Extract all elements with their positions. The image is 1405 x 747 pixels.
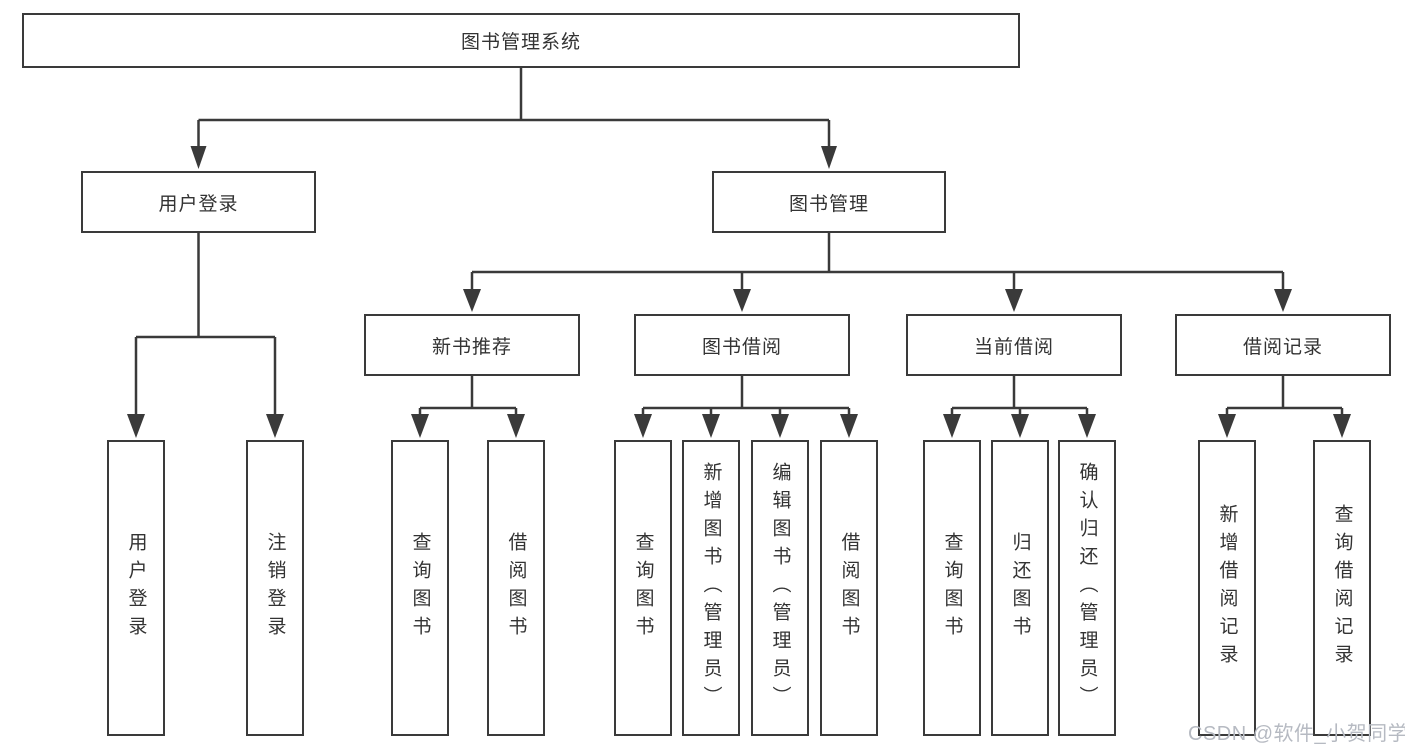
leaf-label: 查询借阅记录 — [1331, 504, 1353, 672]
leaf-return-book: 归还图书 — [991, 440, 1049, 736]
leaf-confirm-return-admin: 确认归还（管理员） — [1058, 440, 1116, 736]
node-current-borrow: 当前借阅 — [906, 314, 1122, 376]
leaf-borrow-book: 借阅图书 — [820, 440, 878, 736]
node-new-book-recommend: 新书推荐 — [364, 314, 580, 376]
leaf-borrow-books-recommend: 借阅图书 — [487, 440, 545, 736]
leaf-query-books-borrow: 查询图书 — [614, 440, 672, 736]
csdn-watermark: CSDN @软件_小贺同学 — [1188, 723, 1405, 745]
leaf-logout: 注销登录 — [246, 440, 304, 736]
leaf-label: 查询图书 — [632, 532, 654, 644]
node-label: 用户登录 — [158, 193, 239, 215]
leaf-label: 注销登录 — [264, 532, 286, 644]
leaf-label: 查询图书 — [941, 532, 963, 644]
leaf-user-login: 用户登录 — [107, 440, 165, 736]
leaf-label: 借阅图书 — [838, 532, 860, 644]
leaf-query-books-current: 查询图书 — [923, 440, 981, 736]
node-label: 图书管理 — [788, 193, 869, 215]
leaf-label: 新增借阅记录 — [1216, 504, 1238, 672]
leaf-edit-book-admin: 编辑图书（管理员） — [751, 440, 809, 736]
node-book-management: 图书管理 — [712, 171, 946, 233]
node-library-management-system: 图书管理系统 — [22, 13, 1020, 68]
node-label: 新书推荐 — [431, 336, 512, 358]
leaf-add-book-admin: 新增图书（管理员） — [682, 440, 740, 736]
node-user-login: 用户登录 — [81, 171, 316, 233]
leaf-label: 借阅图书 — [505, 532, 527, 644]
node-label: 图书管理系统 — [460, 32, 581, 53]
node-label: 借阅记录 — [1242, 336, 1323, 358]
leaf-label: 用户登录 — [125, 532, 147, 644]
node-label: 图书借阅 — [701, 336, 782, 358]
leaf-query-borrow-record: 查询借阅记录 — [1313, 440, 1371, 736]
leaf-label: 新增图书（管理员） — [700, 462, 722, 714]
leaf-label: 编辑图书（管理员） — [769, 462, 791, 714]
leaf-add-borrow-record: 新增借阅记录 — [1198, 440, 1256, 736]
node-borrow-records: 借阅记录 — [1175, 314, 1391, 376]
node-book-borrow: 图书借阅 — [634, 314, 850, 376]
leaf-label: 查询图书 — [409, 532, 431, 644]
leaf-label: 归还图书 — [1009, 532, 1031, 644]
leaf-query-books-recommend: 查询图书 — [391, 440, 449, 736]
node-label: 当前借阅 — [973, 336, 1054, 358]
leaf-label: 确认归还（管理员） — [1076, 462, 1098, 714]
